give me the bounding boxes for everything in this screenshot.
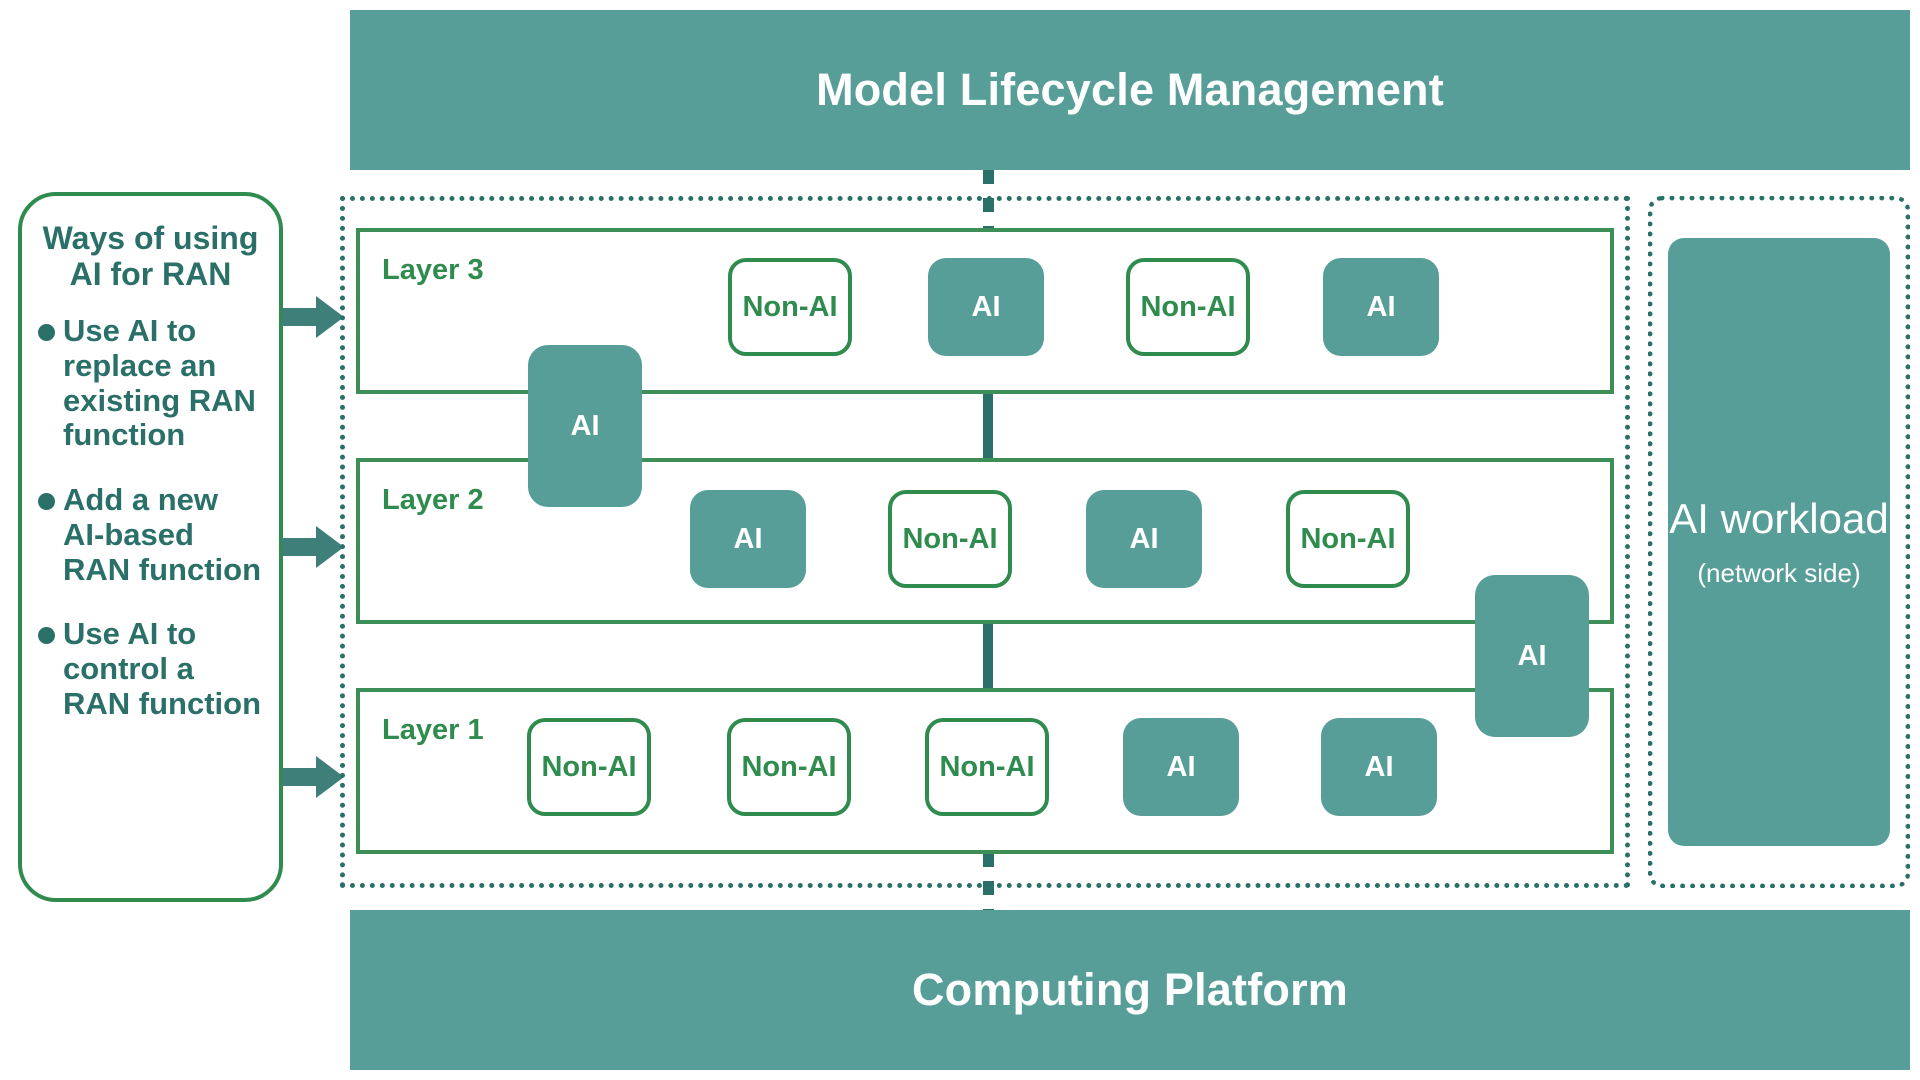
chip-label: Non-AI xyxy=(1300,522,1396,555)
bullet-icon xyxy=(38,324,55,342)
layer2-chip-ai-2[interactable]: AI xyxy=(1086,490,1202,588)
computing-platform-band: Computing Platform xyxy=(350,910,1910,1070)
bullet-icon xyxy=(38,627,55,645)
layer-3-label: Layer 3 xyxy=(382,254,484,286)
ai-workload-boundary xyxy=(1648,196,1910,888)
model-lifecycle-management-band: Model Lifecycle Management xyxy=(350,10,1910,170)
ways-list-item-label: Use AI to control a RAN function xyxy=(63,616,262,721)
ways-card-title: Ways of using AI for RAN xyxy=(42,220,259,293)
layer2-chip-non-ai-2[interactable]: Non-AI xyxy=(1286,490,1410,588)
layer1-chip-ai-2[interactable]: AI xyxy=(1321,718,1437,816)
bullet-icon xyxy=(38,493,55,511)
chip-label: AI xyxy=(971,290,1001,323)
layer2-chip-non-ai-1[interactable]: Non-AI xyxy=(888,490,1012,588)
chip-label: AI xyxy=(733,522,763,555)
layer1-chip-non-ai-1[interactable]: Non-AI xyxy=(527,718,651,816)
layer3-chip-non-ai-1[interactable]: Non-AI xyxy=(728,258,852,356)
chip-label: Non-AI xyxy=(541,750,637,783)
chip-label: AI xyxy=(1364,750,1394,783)
straddle-chip-layer2-layer1[interactable]: AI xyxy=(1475,575,1589,737)
model-lifecycle-management-label: Model Lifecycle Management xyxy=(816,64,1444,115)
layer3-chip-ai-2[interactable]: AI xyxy=(1323,258,1439,356)
layer3-chip-ai-1[interactable]: AI xyxy=(928,258,1044,356)
arrow-to-layer2-icon xyxy=(282,526,344,568)
chip-label: Non-AI xyxy=(742,290,838,323)
arrow-to-layer1-icon xyxy=(282,756,344,798)
ai-workload-subtitle: (network side) xyxy=(1697,557,1861,588)
chip-label: AI xyxy=(1366,290,1396,323)
ways-list-item: Use AI to replace an existing RAN functi… xyxy=(38,313,263,453)
chip-label: AI xyxy=(1166,750,1196,783)
chip-label: Non-AI xyxy=(1140,290,1236,323)
chip-label: AI xyxy=(1517,639,1547,672)
ways-of-using-ai-card: Ways of using AI for RAN Use AI to repla… xyxy=(18,192,283,902)
chip-label: Non-AI xyxy=(741,750,837,783)
ways-list-item-label: Use AI to replace an existing RAN functi… xyxy=(63,313,256,453)
chip-label: Non-AI xyxy=(939,750,1035,783)
layer1-chip-non-ai-3[interactable]: Non-AI xyxy=(925,718,1049,816)
ways-list-item: Use AI to control a RAN function xyxy=(38,616,263,721)
straddle-chip-layer3-layer2[interactable]: AI xyxy=(528,345,642,507)
layer1-chip-ai-1[interactable]: AI xyxy=(1123,718,1239,816)
layer-2-label: Layer 2 xyxy=(382,484,484,516)
arrow-to-layer3-icon xyxy=(282,296,344,338)
computing-platform-label: Computing Platform xyxy=(911,964,1349,1015)
spine-connector-top xyxy=(983,170,994,230)
spine-connector-bottom xyxy=(983,853,994,911)
chip-label: Non-AI xyxy=(902,522,998,555)
chip-label: AI xyxy=(570,409,600,442)
layer1-chip-non-ai-2[interactable]: Non-AI xyxy=(727,718,851,816)
ways-list-item: Add a new AI-based RAN function xyxy=(38,482,263,587)
layer-1-label: Layer 1 xyxy=(382,714,484,746)
ai-workload-block: AI workload (network side) xyxy=(1668,238,1890,846)
layer2-chip-ai-1[interactable]: AI xyxy=(690,490,806,588)
ai-workload-title: AI workload xyxy=(1669,495,1889,543)
layer3-chip-non-ai-2[interactable]: Non-AI xyxy=(1126,258,1250,356)
chip-label: AI xyxy=(1129,522,1159,555)
ways-list-item-label: Add a new AI-based RAN function xyxy=(63,482,262,587)
